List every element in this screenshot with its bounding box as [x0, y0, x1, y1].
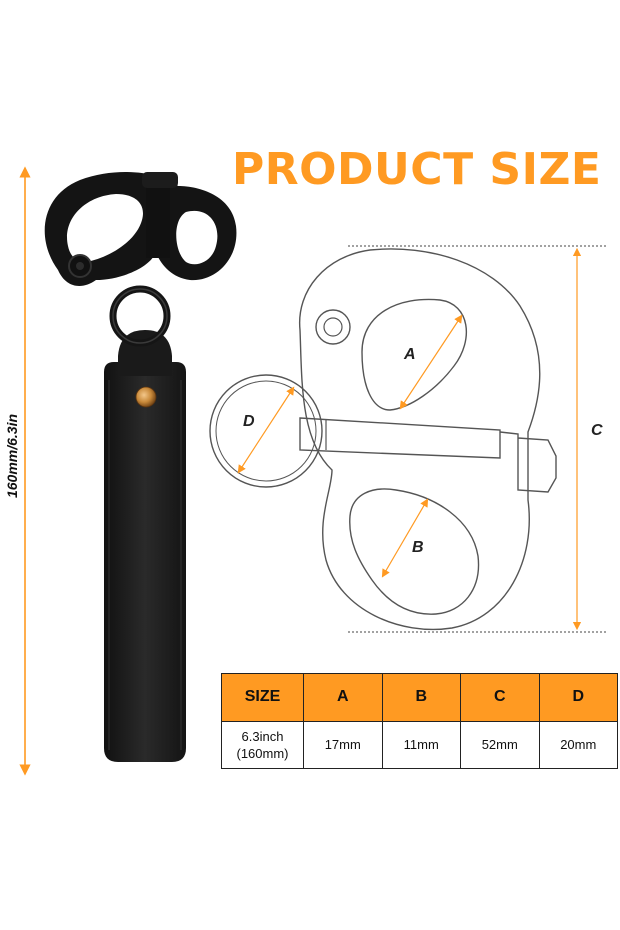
- table-header-row: SIZE A B C D: [221, 673, 618, 722]
- length-label: 160mm/6.3in: [4, 413, 20, 499]
- table-header-cell: C: [460, 673, 540, 722]
- table-cell: 52mm: [460, 720, 540, 769]
- dimension-a-label: A: [404, 346, 416, 363]
- dimension-c-label: C: [591, 422, 603, 439]
- size-value-mm: (160mm): [236, 745, 289, 761]
- dimension-b-arrow: [381, 498, 429, 578]
- table-header-cell: A: [303, 673, 383, 722]
- table-header-cell: D: [538, 673, 618, 722]
- shackle-outline-drawing: [209, 245, 606, 633]
- table-row: 6.3inch (160mm) 17mm 11mm 52mm 20mm: [221, 720, 618, 769]
- dimension-d-label: D: [243, 413, 255, 430]
- table-header-cell: SIZE: [221, 673, 304, 722]
- product-photo: [44, 172, 237, 762]
- rivet-icon: [135, 386, 157, 408]
- dimension-d-arrow: [237, 386, 295, 474]
- page-title: PRODUCT SIZE: [232, 144, 602, 195]
- dimension-a-arrow: [399, 314, 463, 410]
- dimension-b-label: B: [412, 539, 424, 556]
- size-value-inch: 6.3inch: [241, 728, 284, 744]
- table-cell: 17mm: [303, 720, 383, 769]
- size-table: SIZE A B C D 6.3inch (160mm) 17mm 11mm 5…: [221, 673, 618, 769]
- size-value-cell: 6.3inch (160mm): [221, 720, 304, 769]
- table-cell: 11mm: [381, 720, 461, 769]
- table-header-cell: B: [381, 673, 461, 722]
- split-ring-icon: [109, 285, 171, 347]
- snap-shackle-icon: [44, 172, 237, 286]
- table-cell: 20mm: [538, 720, 618, 769]
